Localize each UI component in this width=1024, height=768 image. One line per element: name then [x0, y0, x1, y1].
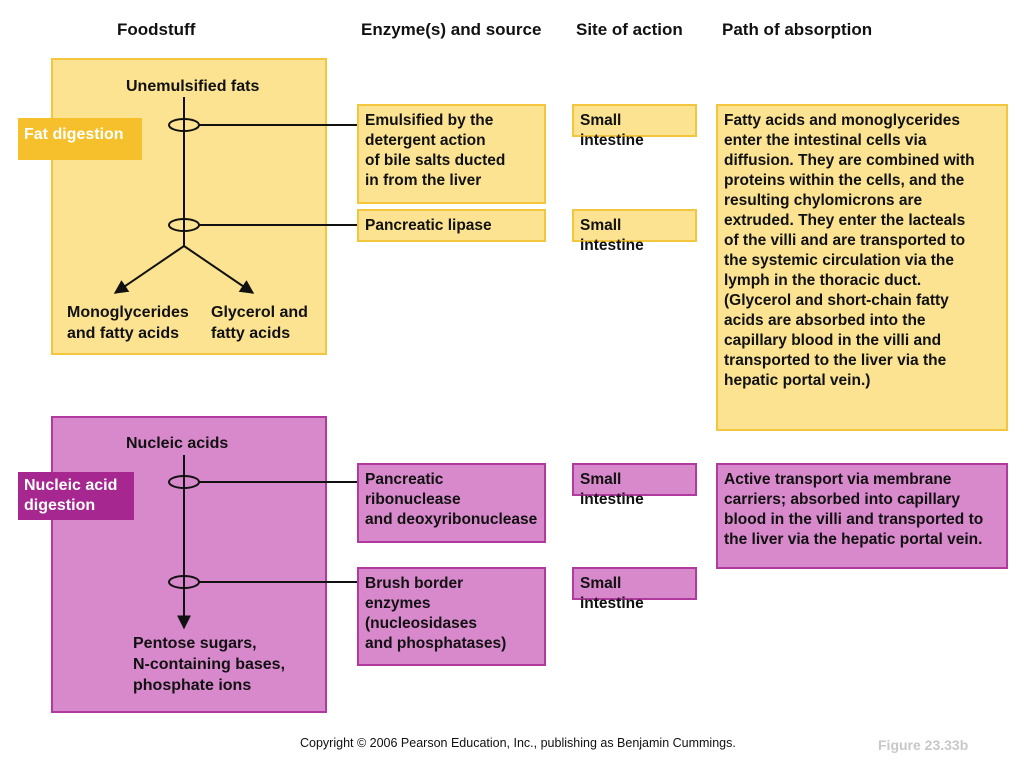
nucleic-digestion-tag: Nucleic acid digestion — [18, 472, 134, 520]
fat-enzyme-lipase: Pancreatic lipase — [357, 209, 546, 242]
fat-product-monoglycerides: Monoglycerides and fatty acids — [67, 304, 189, 342]
fat-site-2: Small intestine — [572, 209, 697, 254]
fat-enzyme-bile-salts: Emulsified by the detergent action of bi… — [357, 104, 546, 204]
fat-product-glycerol: Glycerol and fatty acids — [211, 304, 308, 342]
fat-digestion-tag: Fat digestion — [18, 118, 142, 160]
nucleic-products-label: Pentose sugars, N-containing bases, phos… — [133, 635, 286, 694]
figure-label: Figure 23.33b — [878, 737, 969, 753]
fat-foodstuff-panel — [51, 58, 327, 355]
copyright-notice: Copyright © 2006 Pearson Education, Inc.… — [300, 736, 736, 750]
nucleic-substrate-label: Nucleic acids — [126, 435, 229, 452]
header-foodstuff: Foodstuff — [117, 20, 196, 39]
fat-site-1: Small intestine — [572, 104, 697, 149]
nucleic-absorption-path: Active transport via membrane carriers; … — [716, 463, 1008, 569]
nucleic-site-1: Small intestine — [572, 463, 697, 508]
fat-arrow-left — [113, 245, 185, 294]
fat-absorption-path: Fatty acids and monoglycerides enter the… — [716, 104, 1008, 431]
nucleic-foodstuff-panel — [51, 416, 327, 713]
header-path: Path of absorption — [722, 20, 873, 39]
nucleic-enzyme-pancreatic: Pancreatic ribonuclease and deoxyribonuc… — [357, 463, 546, 543]
header-enzymes: Enzyme(s) and source — [361, 20, 542, 39]
nucleic-site-2: Small intestine — [572, 567, 697, 612]
nucleic-enzyme-brush-border: Brush border enzymes (nucleosidases and … — [357, 567, 546, 666]
fat-substrate-label: Unemulsified fats — [126, 78, 260, 95]
header-site: Site of action — [576, 20, 683, 39]
fat-arrow-right — [183, 245, 255, 294]
